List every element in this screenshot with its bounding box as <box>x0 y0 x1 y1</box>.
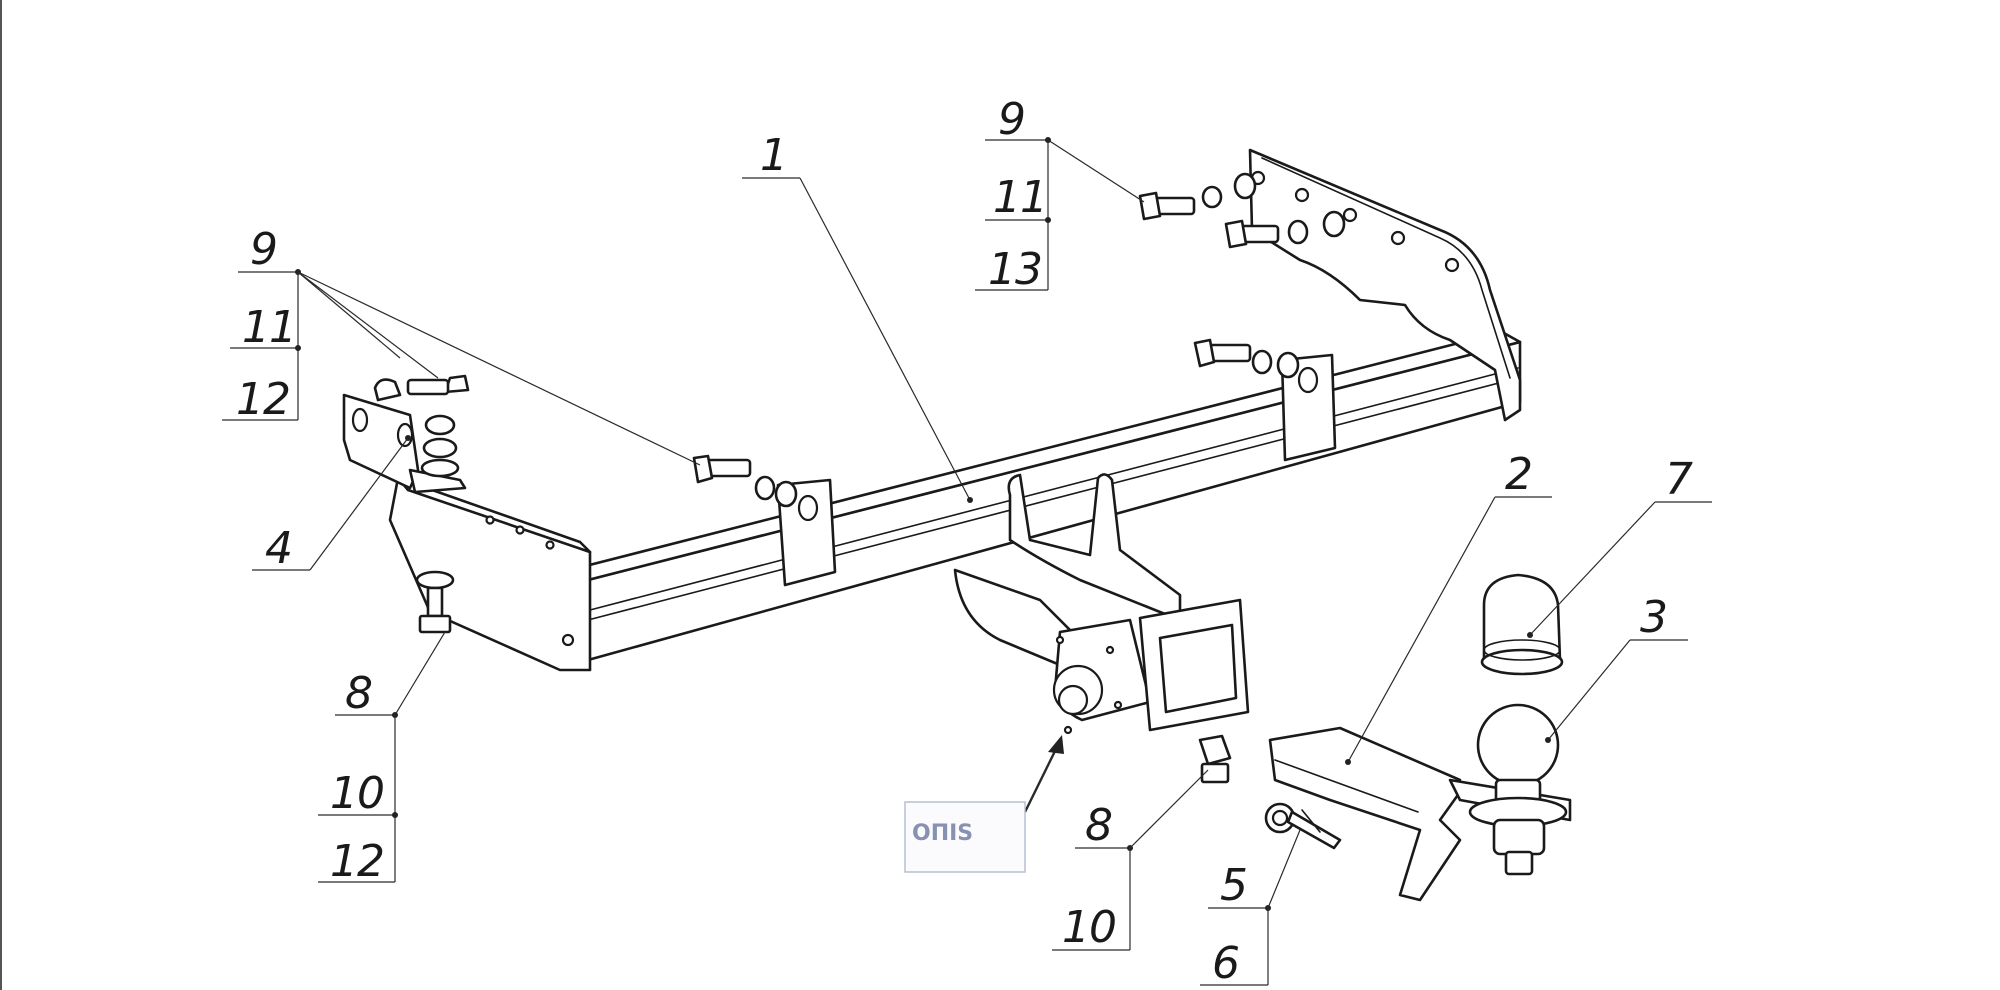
callout-12-left: 12 <box>236 374 290 425</box>
callout-7: 7 <box>1665 454 1693 505</box>
callout-12-lower: 12 <box>330 836 384 887</box>
callout-5: 5 <box>1220 860 1247 911</box>
fastener-set-mid <box>692 454 798 508</box>
callout-13: 13 <box>988 244 1042 295</box>
fastener-set-left <box>406 374 470 478</box>
callout-numbers: 1 9 11 13 9 11 12 4 8 10 12 8 10 2 7 3 5… <box>236 94 1694 989</box>
callout-10-left: 10 <box>330 768 384 819</box>
receiver-assembly <box>953 473 1250 735</box>
callout-11-left: 11 <box>242 302 296 353</box>
callout-8-left: 8 <box>345 668 372 719</box>
callout-3: 3 <box>1640 592 1667 643</box>
obscured-label-stamp: ОПIS <box>904 801 1026 873</box>
callout-11-upper: 11 <box>993 172 1047 223</box>
fastener-set-right-lower <box>1193 338 1300 379</box>
bolt-part-8-left <box>415 570 455 634</box>
left-side-bracket <box>342 378 467 494</box>
leader-lines <box>222 137 1712 986</box>
image-left-border <box>0 0 2 990</box>
callout-2: 2 <box>1505 449 1532 500</box>
fastener-set-right-upper <box>1138 172 1346 249</box>
tow-ball-cap <box>1480 573 1564 676</box>
nut-part-8-center <box>1198 734 1232 784</box>
right-mounting-plate <box>1248 148 1522 422</box>
callout-4: 4 <box>265 523 292 574</box>
beam-tab-brackets <box>776 353 1337 587</box>
lock-pin <box>1264 802 1342 850</box>
callout-9-upper: 9 <box>998 94 1025 145</box>
tow-ball <box>1468 703 1568 876</box>
crossbar-beam <box>388 330 1522 672</box>
callout-8-center: 8 <box>1085 800 1112 851</box>
stamp-label-text: ОПIS <box>912 821 973 846</box>
callout-10-center: 10 <box>1062 902 1116 953</box>
callout-6: 6 <box>1212 938 1239 989</box>
callout-9-left: 9 <box>250 224 277 275</box>
callout-1: 1 <box>760 130 787 181</box>
